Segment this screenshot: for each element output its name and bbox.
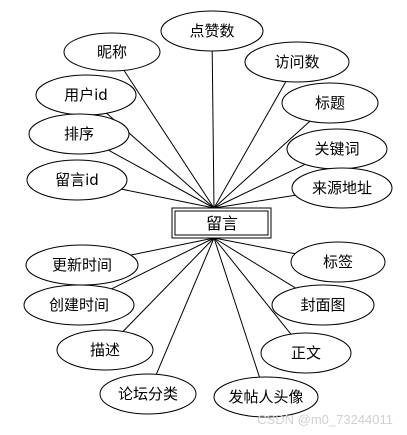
attribute-ellipse xyxy=(281,82,379,124)
edge-paixu xyxy=(108,149,215,209)
attribute-ellipse xyxy=(260,332,352,374)
attribute-ellipse xyxy=(271,284,375,326)
attribute-label: 标题 xyxy=(315,94,345,112)
attribute-label: 论坛分类 xyxy=(118,385,178,403)
entity-label: 留言 xyxy=(206,214,238,233)
attribute-label: 排序 xyxy=(64,125,94,143)
attribute-label: 来源地址 xyxy=(312,179,372,197)
attribute-miaoshu: 描述 xyxy=(56,329,154,371)
attribute-label: 发帖人头像 xyxy=(228,388,303,406)
attribute-gengxinshijian: 更新时间 xyxy=(25,244,139,286)
edge-fatierentouxiang xyxy=(213,237,260,378)
edge-miaoshu xyxy=(122,237,215,332)
edge-chuangjianshijian xyxy=(111,237,215,290)
attribute-label: 用户id xyxy=(64,86,108,104)
attribute-label: 留言id xyxy=(55,171,99,189)
attribute-nicheng: 昵称 xyxy=(63,32,161,72)
edge-gengxinshijian xyxy=(130,237,215,256)
attribute-zhengwen: 正文 xyxy=(260,332,352,374)
attribute-ellipse xyxy=(56,329,154,371)
attribute-ellipse xyxy=(28,113,130,155)
attribute-fengmiantu: 封面图 xyxy=(271,284,375,326)
attribute-ellipse xyxy=(290,241,386,283)
edge-nicheng xyxy=(123,70,215,209)
attribute-label: 描述 xyxy=(90,341,120,359)
attribute-fatierentouxiang: 发帖人头像 xyxy=(213,376,319,418)
attribute-ellipse xyxy=(160,10,264,52)
edge-zhengwen xyxy=(213,237,292,335)
edge-fengmiantu xyxy=(213,237,296,289)
attribute-ellipse xyxy=(244,41,350,83)
edge-laiyuandizhi xyxy=(213,194,296,209)
attribute-label: 封面图 xyxy=(300,296,345,314)
attribute-liuyanid: 留言id xyxy=(26,159,128,201)
attribute-label: 昵称 xyxy=(97,43,127,61)
attribute-label: 创建时间 xyxy=(49,296,109,314)
relationship-lines xyxy=(106,50,311,378)
attribute-chuangjianshijian: 创建时间 xyxy=(23,284,135,326)
attribute-paixu: 排序 xyxy=(28,113,130,155)
edge-fangwenshu xyxy=(213,81,287,209)
attribute-ellipse xyxy=(213,376,319,418)
edge-biaoqian xyxy=(213,237,296,255)
attribute-laiyuandizhi: 来源地址 xyxy=(291,167,393,209)
attribute-ellipse xyxy=(291,167,393,209)
attribute-fangwenshu: 访问数 xyxy=(244,41,350,83)
attribute-ellipse xyxy=(26,159,128,201)
attribute-ellipse xyxy=(23,284,135,326)
attribute-biaoqian: 标签 xyxy=(290,241,386,283)
attribute-label: 访问数 xyxy=(274,53,319,71)
attribute-label: 更新时间 xyxy=(52,256,112,274)
attribute-ellipse xyxy=(63,32,161,72)
edge-dianzanshu xyxy=(211,50,215,209)
attribute-guanjianci: 关键词 xyxy=(286,128,388,170)
watermark: CSDN @m0_73244011 xyxy=(257,412,393,427)
attribute-biaoti: 标题 xyxy=(281,82,379,124)
attribute-ellipse xyxy=(99,373,197,415)
edge-liuyanid xyxy=(121,188,215,209)
attribute-label: 正文 xyxy=(291,344,321,362)
entity-box: 留言 xyxy=(171,207,272,239)
attribute-yonghuid: 用户id xyxy=(35,74,137,116)
edge-biaoti xyxy=(213,120,311,209)
attribute-label: 点赞数 xyxy=(189,22,234,40)
attribute-dianzanshu: 点赞数 xyxy=(160,10,264,52)
edge-luntanfenlei xyxy=(155,237,215,375)
edge-guanjianci xyxy=(213,163,306,209)
attribute-label: 标签 xyxy=(323,253,353,271)
attribute-luntanfenlei: 论坛分类 xyxy=(99,373,197,415)
attribute-label: 关键词 xyxy=(314,140,359,158)
